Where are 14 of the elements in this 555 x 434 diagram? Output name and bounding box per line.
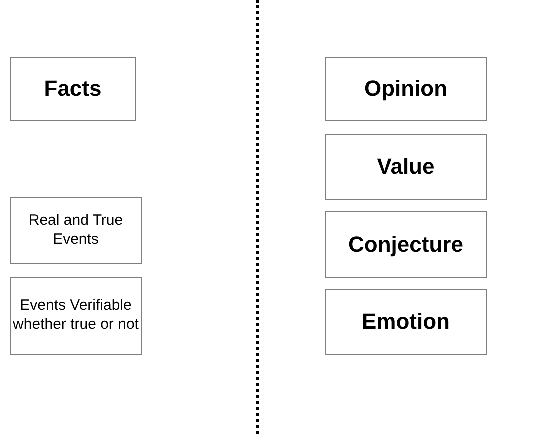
box-label: Conjecture [348,232,464,258]
text-box [325,211,487,278]
text-box [325,57,487,121]
box-label: Facts [44,76,102,102]
text-box [10,57,136,121]
text-box [325,134,487,200]
box-label: Emotion [362,309,450,335]
box-label: Opinion [364,76,448,102]
text-box [10,197,142,264]
box-label: Events Verifiable whether true or not [13,297,139,335]
text-box [325,289,487,355]
text-box [10,277,142,355]
box-label: Real and True Events [28,212,124,250]
box-label: Value [377,154,435,180]
